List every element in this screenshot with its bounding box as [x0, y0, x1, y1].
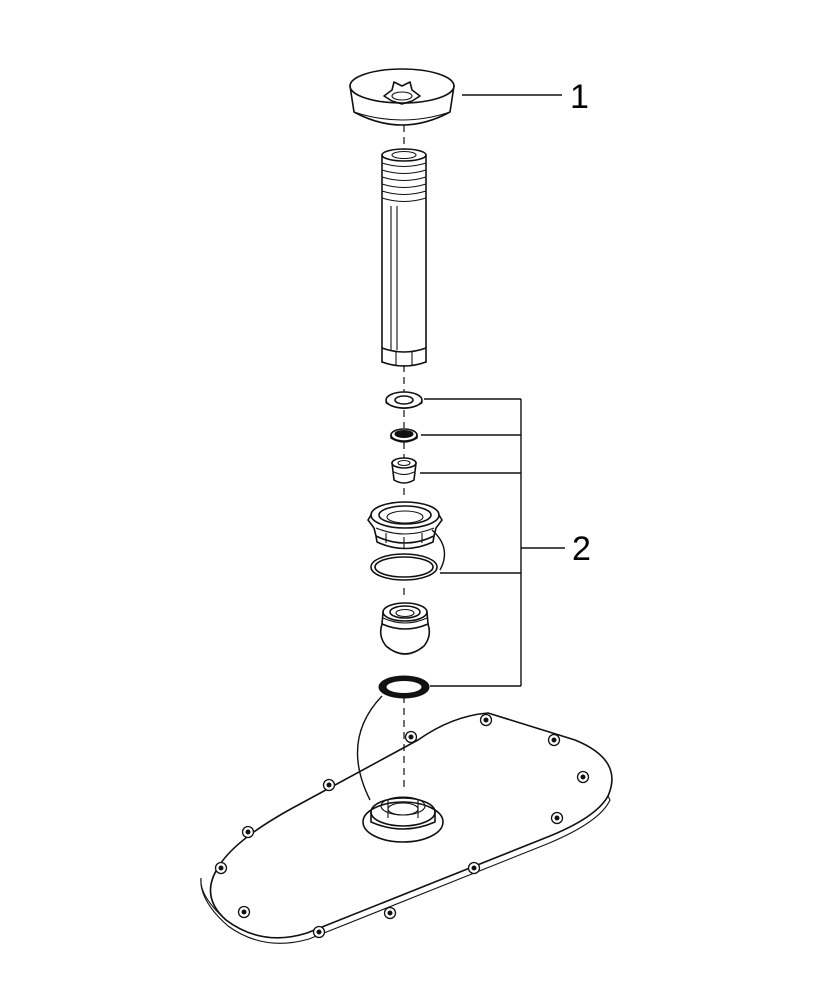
shower-head-plate: [200, 712, 613, 944]
upper-thread: [381, 162, 427, 203]
center-socket: [362, 796, 444, 843]
o-ring-bottom: [378, 675, 430, 699]
o-ring-middle: [370, 553, 438, 581]
hex-nut: [367, 501, 443, 550]
ball-joint: [379, 602, 431, 655]
escutcheon-cover: [349, 68, 455, 126]
leader-lines-2: [420, 398, 565, 687]
assembly-arrow-oring: [431, 529, 446, 571]
washer-top: [385, 391, 423, 410]
callout-label-2: 2: [572, 530, 591, 568]
assembly-arrow-head: [356, 695, 383, 801]
shower-arm-pipe: [381, 148, 427, 367]
callout-label-1: 1: [570, 78, 589, 116]
flow-restrictor: [391, 457, 417, 484]
filter-screen: [390, 428, 418, 443]
plate-screws: [214, 713, 590, 939]
toothed-hub: [383, 81, 421, 105]
